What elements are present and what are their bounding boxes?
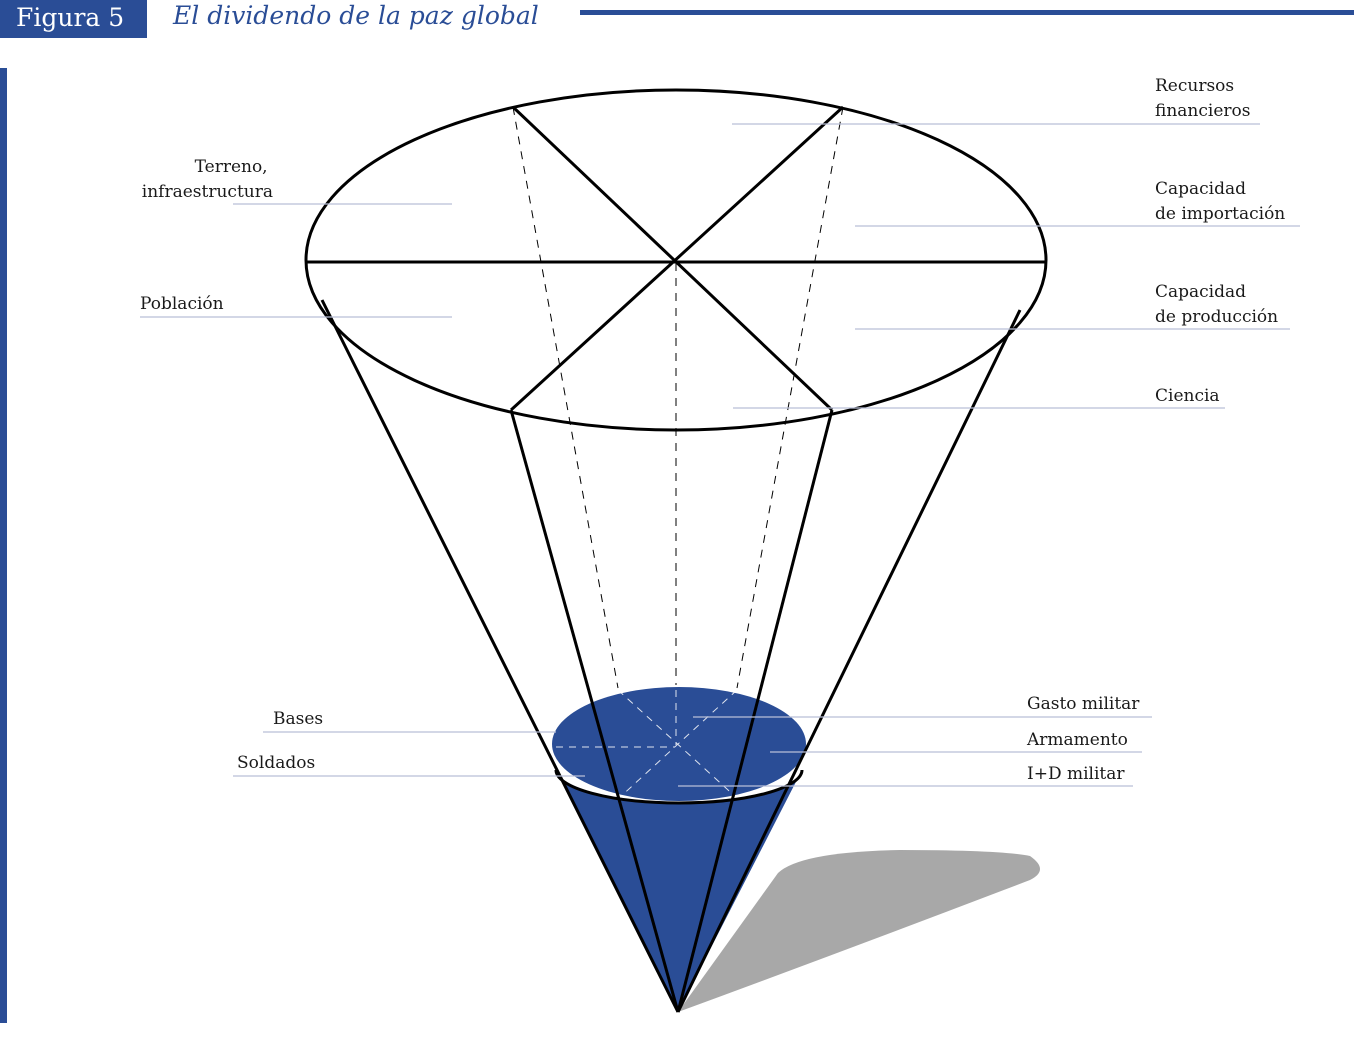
label-capacidad-produccion: Capacidad de producción [1155, 282, 1278, 327]
left-accent-bar [0, 68, 7, 1023]
label-gasto-militar: Gasto militar [1027, 694, 1140, 714]
dashed-guides [512, 106, 844, 689]
label-armamento: Armamento [1026, 730, 1128, 750]
label-recursos-financieros: Recursos financieros [1155, 76, 1250, 121]
label-soldados: Soldados [237, 753, 315, 773]
cone-outlines [320, 299, 1022, 1013]
military-dashed-guides [556, 689, 739, 800]
figure-title: El dividendo de la paz global [173, 1, 539, 30]
label-ciencia: Ciencia [1155, 386, 1220, 406]
labels: Recursos financieros Terreno, infraestru… [140, 76, 1285, 784]
label-capacidad-importacion: Capacidad de importación [1155, 179, 1285, 224]
label-poblacion: Población [140, 294, 224, 314]
leader-lines [140, 123, 1300, 787]
label-bases: Bases [273, 709, 323, 729]
cone-shadow [678, 850, 1040, 1012]
military-top-ellipse [552, 687, 806, 801]
label-terreno-infraestructura: Terreno, infraestructura [142, 157, 273, 202]
header-rule [580, 10, 1354, 15]
figure-number: Figura 5 [0, 0, 147, 38]
figure-header: Figura 5 El dividendo de la paz global [0, 0, 1354, 40]
military-cone [556, 770, 802, 1012]
resources-ellipse [304, 88, 1048, 432]
label-id-militar: I+D militar [1027, 764, 1125, 784]
